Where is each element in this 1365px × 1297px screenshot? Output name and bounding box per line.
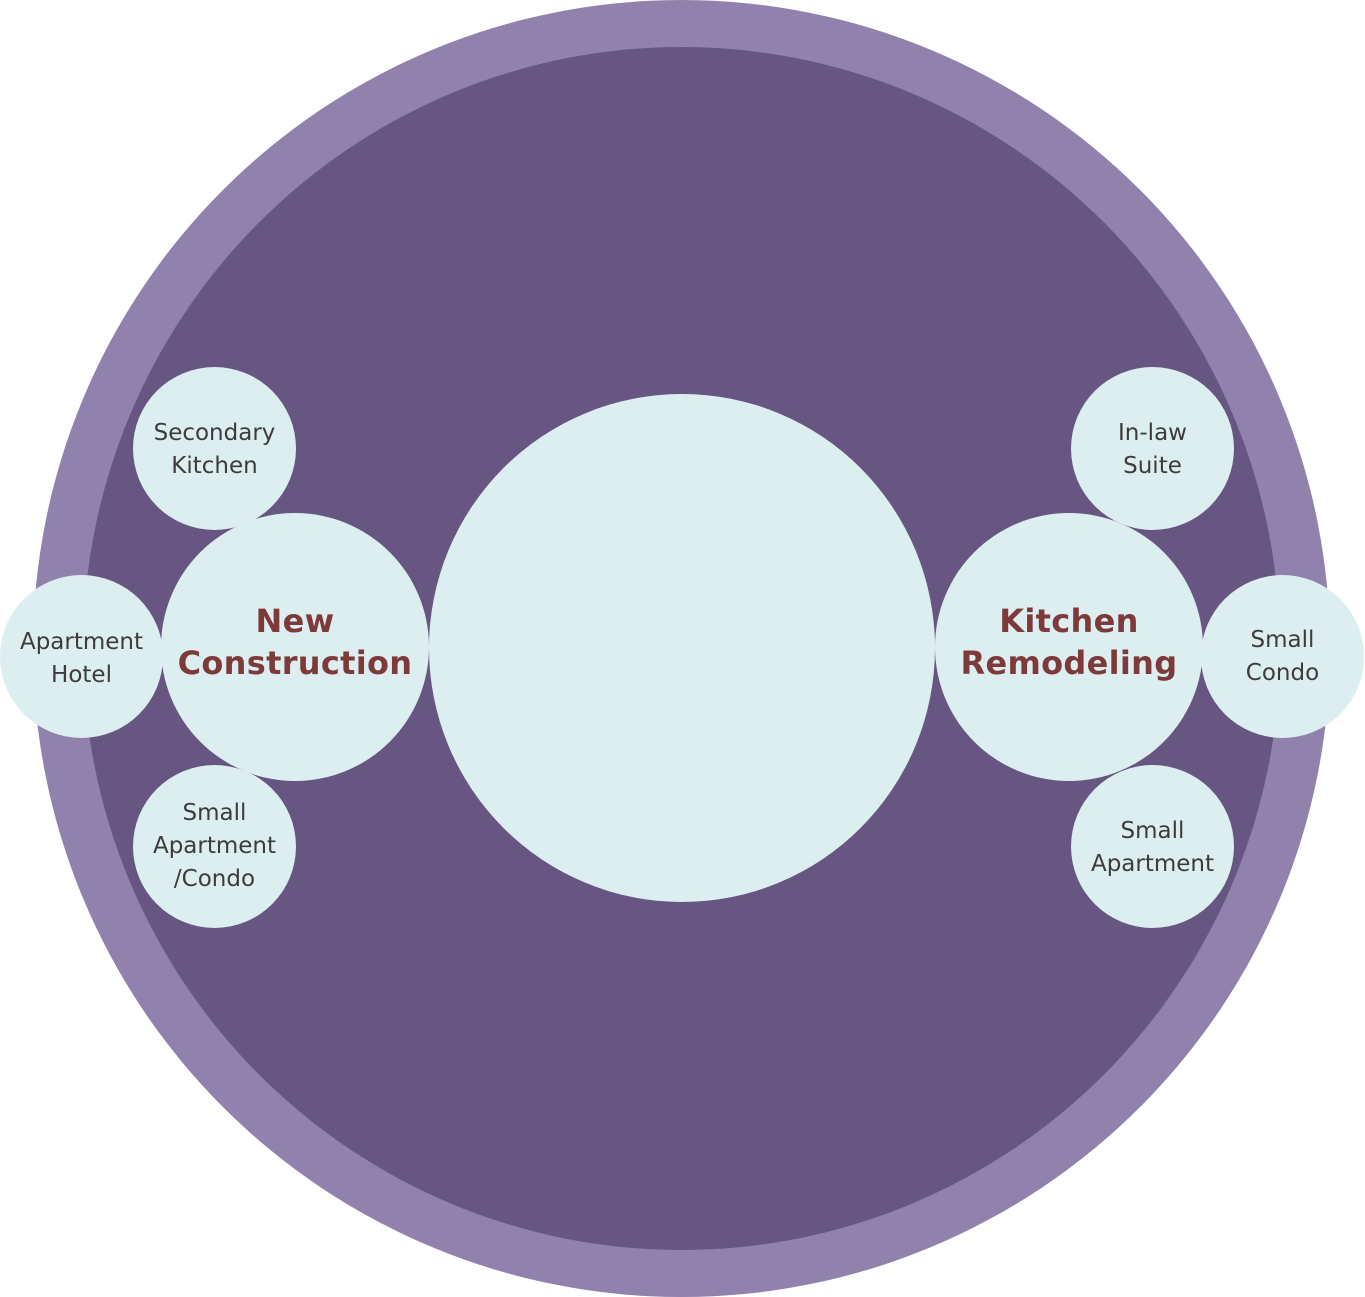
node-kitchen-remodeling: Kitchen Remodeling	[935, 513, 1203, 781]
node-small-condo-label: Small Condo	[1245, 626, 1320, 686]
node-secondary-kitchen-label: Secondary Kitchen	[153, 419, 276, 479]
node-apartment-hotel-label: Apartment Hotel	[19, 628, 144, 688]
node-apartment-hotel: Apartment Hotel	[0, 575, 163, 738]
node-small-apartment-label: Small Apartment	[1090, 817, 1215, 877]
node-secondary-kitchen: Secondary Kitchen	[133, 367, 296, 530]
node-small-apartment: Small Apartment	[1071, 765, 1234, 928]
node-new-construction-label: New Construction	[177, 602, 413, 682]
node-small-apartment-condo: Small Apartment /Condo	[133, 765, 296, 928]
node-new-construction: New Construction	[161, 513, 429, 781]
node-kitchen-remodeling-label: Kitchen Remodeling	[960, 602, 1178, 682]
node-in-law-suite: In-law Suite	[1071, 367, 1234, 530]
center-hub-circle	[429, 394, 935, 902]
node-small-condo: Small Condo	[1201, 575, 1364, 738]
node-small-apartment-condo-label: Small Apartment /Condo	[152, 800, 277, 892]
node-in-law-suite-label: In-law Suite	[1118, 419, 1187, 479]
